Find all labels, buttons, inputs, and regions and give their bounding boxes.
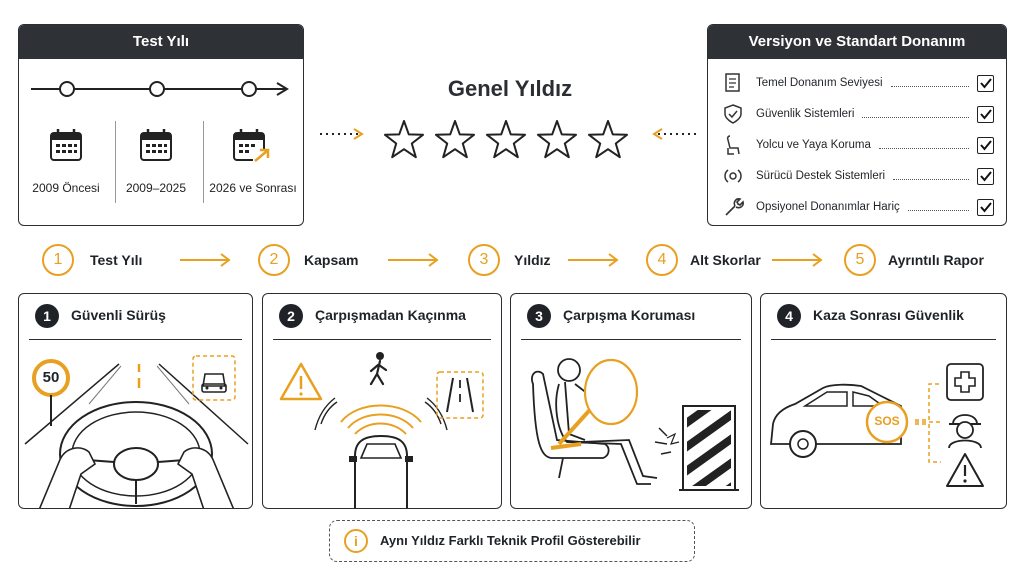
- step-number: 2: [258, 244, 290, 276]
- step-number: 5: [844, 244, 876, 276]
- period-label: 2009–2025: [125, 181, 187, 195]
- star-rating: [384, 120, 628, 159]
- card-collision-avoidance: 2 Çarpışmadan Kaçınma: [262, 293, 502, 509]
- version-item-label: Opsiyonel Donanımlar Hariç: [756, 201, 900, 213]
- check-icon: [979, 78, 992, 89]
- post-crash-illustration: [770, 363, 984, 487]
- speed-limit-value: 50: [42, 369, 60, 386]
- card-title: Çarpışmadan Kaçınma: [315, 307, 466, 323]
- step-label: Test Yılı: [90, 252, 143, 268]
- overall-title: Genel Yıldız: [447, 76, 573, 101]
- sos-label: SOS: [874, 414, 900, 428]
- calendar-arrow-icon: [233, 129, 270, 163]
- card-title: Güvenli Sürüş: [71, 307, 166, 323]
- card-header: 4 Kaza Sonrası Güvenlik: [771, 294, 996, 340]
- test-year-panel: Test Yılı 2009 Öncesi 2009–2025 2026 ve: [18, 24, 304, 226]
- version-item-label: Temel Donanım Seviyesi: [756, 77, 883, 89]
- calendar-icon: [50, 129, 82, 161]
- version-item-label: Güvenlik Sistemleri: [756, 108, 855, 120]
- lane-assist-icon: [192, 355, 236, 401]
- dotted-leader: [862, 116, 969, 118]
- star-icon: [435, 120, 475, 159]
- star-icon: [537, 120, 577, 159]
- arrow-dotted-right: [652, 128, 696, 140]
- version-title: Versiyon ve Standart Donanım: [708, 25, 1006, 59]
- dotted-leader: [878, 147, 969, 149]
- card-safe-driving: 1 Güvenli Sürüş 50: [18, 293, 253, 509]
- test-year-title: Test Yılı: [19, 25, 303, 59]
- card-header: 3 Çarpışma Koruması: [521, 294, 741, 340]
- step-label: Ayrıntılı Rapor: [888, 252, 984, 268]
- timeline-dot: [149, 81, 165, 97]
- version-item: Güvenlik Sistemleri: [720, 100, 994, 128]
- steering-wheel-illustration: [24, 363, 249, 508]
- card-number: 1: [35, 304, 59, 328]
- card-crash-protection: 3 Çarpışma Koruması: [510, 293, 752, 509]
- star-icon: [486, 120, 526, 159]
- card-post-crash-safety: 4 Kaza Sonrası Güvenlik SOS: [760, 293, 1007, 509]
- step-number: 1: [42, 244, 74, 276]
- card-number: 4: [777, 304, 801, 328]
- collision-avoidance-illustration: [279, 352, 484, 508]
- version-item-label: Yolcu ve Yaya Koruma: [756, 139, 871, 151]
- timeline-dot: [241, 81, 257, 97]
- step-label: Yıldız: [514, 252, 551, 268]
- dotted-leader: [893, 178, 969, 180]
- crash-dummy-illustration: [531, 358, 739, 491]
- calendar-icon: [140, 129, 172, 161]
- divider: [203, 121, 204, 203]
- dotted-leader: [890, 85, 969, 87]
- period-label: 2026 ve Sonrası: [209, 181, 297, 195]
- check-icon: [979, 140, 992, 151]
- version-item: Yolcu ve Yaya Koruma: [720, 131, 994, 159]
- version-item: Sürücü Destek Sistemleri: [720, 162, 994, 190]
- checkbox-checked: [977, 198, 994, 216]
- card-title: Kaza Sonrası Güvenlik: [813, 307, 964, 323]
- sensor-icon: [724, 169, 742, 183]
- card-title: Çarpışma Koruması: [563, 307, 696, 323]
- period-label: 2009 Öncesi: [32, 181, 100, 195]
- version-item-label: Sürücü Destek Sistemleri: [756, 170, 886, 182]
- arrow-dotted-left: [320, 128, 364, 140]
- card-number: 2: [279, 304, 303, 328]
- info-note-text: Aynı Yıldız Farklı Teknik Profil Göstere…: [380, 533, 641, 548]
- checkbox-checked: [977, 105, 994, 123]
- step-number: 4: [646, 244, 678, 276]
- checkbox-checked: [977, 136, 994, 154]
- step-arrow: [772, 253, 823, 267]
- checkbox-checked: [977, 167, 994, 185]
- check-icon: [979, 109, 992, 120]
- check-icon: [979, 202, 992, 213]
- timeline: [31, 81, 289, 97]
- speed-limit-sign: [32, 359, 70, 426]
- seat-icon: [726, 135, 740, 155]
- shield-check-icon: [724, 104, 742, 124]
- step-arrow: [180, 253, 231, 267]
- step-arrow: [568, 253, 619, 267]
- wrench-icon: [725, 198, 744, 216]
- card-header: 2 Çarpışmadan Kaçınma: [273, 294, 491, 340]
- info-icon: i: [344, 529, 368, 553]
- checkbox-checked: [977, 74, 994, 92]
- step-label: Alt Skorlar: [690, 252, 761, 268]
- divider: [115, 121, 116, 203]
- star-icon: [588, 120, 628, 159]
- version-panel: Versiyon ve Standart Donanım Temel Donan…: [707, 24, 1007, 226]
- card-header: 1 Güvenli Sürüş: [29, 294, 242, 340]
- version-item: Temel Donanım Seviyesi: [720, 69, 994, 97]
- timeline-dot: [59, 81, 75, 97]
- info-note: i Aynı Yıldız Farklı Teknik Profil Göste…: [329, 520, 695, 562]
- dotted-leader: [907, 209, 969, 211]
- version-item: Opsiyonel Donanımlar Hariç: [720, 193, 994, 221]
- document-icon: [725, 73, 740, 92]
- check-icon: [979, 171, 992, 182]
- step-number: 3: [468, 244, 500, 276]
- step-arrow: [388, 253, 439, 267]
- card-number: 3: [527, 304, 551, 328]
- step-label: Kapsam: [304, 252, 359, 268]
- star-icon: [384, 120, 424, 159]
